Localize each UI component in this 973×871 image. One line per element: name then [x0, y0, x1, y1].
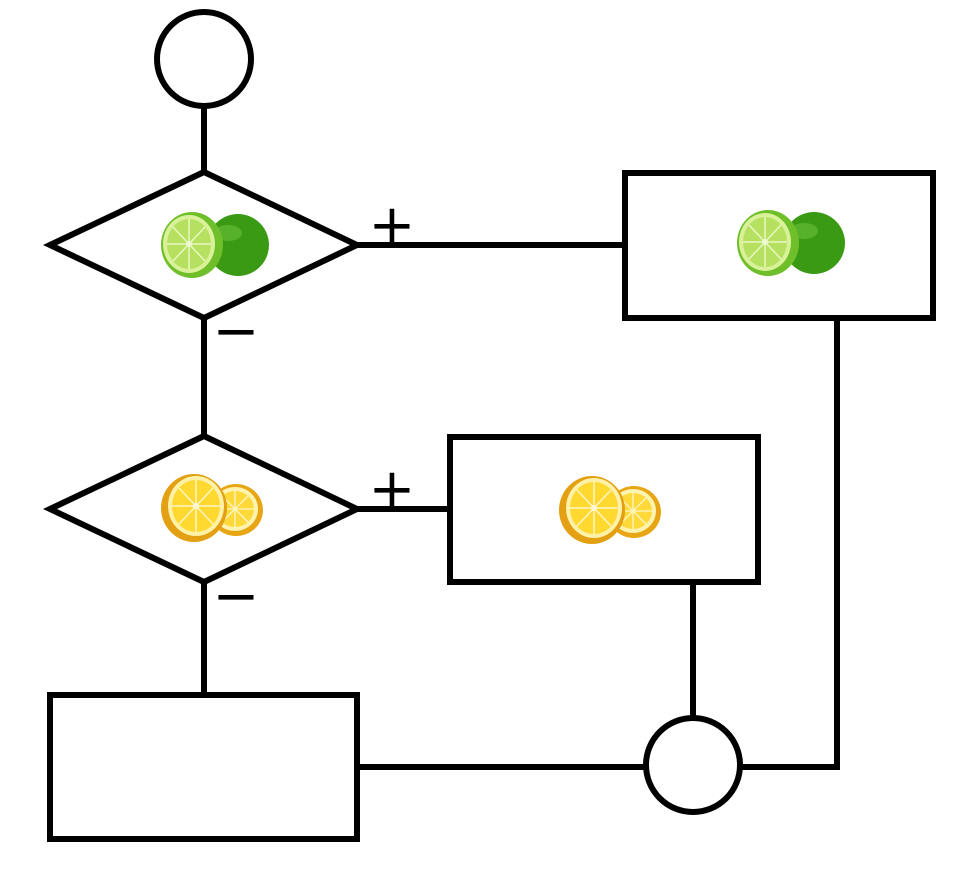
lime-yes-label: + — [369, 193, 416, 258]
start-circle — [154, 9, 254, 109]
lime-no-label: − — [213, 299, 260, 364]
edge-lime-process-to-join — [740, 318, 840, 770]
lemon-no-label: − — [213, 564, 260, 629]
lemon-yes-label: + — [369, 457, 416, 522]
process-box-empty — [47, 692, 360, 842]
join-circle — [643, 715, 743, 815]
connector-lines — [201, 106, 840, 770]
